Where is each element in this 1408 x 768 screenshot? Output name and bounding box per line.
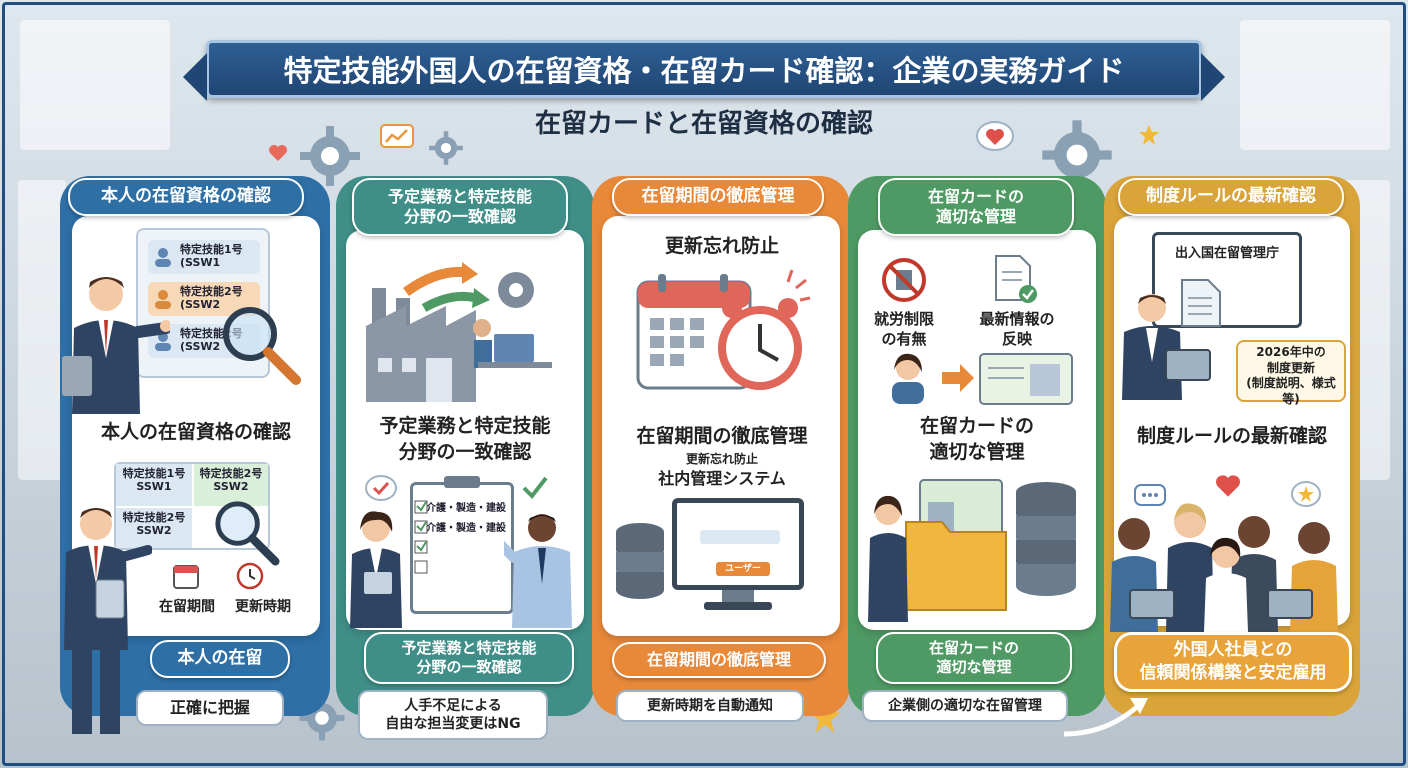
background-window [1240,20,1390,150]
section-3-sub-label: 社内管理システム [658,469,786,488]
check-bubble-icon [365,475,397,501]
magnifier-icon [223,307,301,385]
diverse-team-illustration [1110,503,1338,632]
section-2-top-pill: 予定業務と特定技能 分野の一致確認 [352,178,568,236]
section-3-bottom-box: 更新時期を自動通知 [616,690,804,722]
section-2-bottom-box: 人手不足による 自由な担当変更はNG [358,690,548,740]
heart-bubble-icon [976,121,1014,151]
chart-bubble-icon [380,124,414,148]
star-bubble-icon [1291,481,1321,507]
screen-button: ユーザー [716,562,770,576]
flow-arrow [1063,698,1148,737]
label-latest-info: 最新情報の 反映 [979,310,1055,348]
section-2-main-label: 予定業務と特定技能 分野の一致確認 [379,415,551,463]
background-window [18,180,66,480]
section-1-bottom-pill: 本人の在留 [150,640,290,678]
gear-icon [429,131,463,165]
screen-field [700,530,780,544]
businessman-illustration [62,277,170,414]
section-3-top-pill: 在留期間の徹底管理 [612,178,824,216]
section-2-bottom-pill: 予定業務と特定技能 分野の一致確認 [364,632,574,684]
heart-icon [1216,475,1240,497]
heart-icon [269,145,287,161]
checklist-item: 介護・製造・建設 [426,523,506,534]
section-5-bottom-pill: 外国人社員との 信頼関係構築と安定雇用 [1114,632,1352,692]
database-icon [616,523,664,599]
section-4-bottom-pill: 在留カードの 適切な管理 [876,632,1072,684]
section-3-main-label: 在留期間の徹底管理 [636,425,808,447]
gear-icon [1042,120,1112,190]
section-4-top-pill: 在留カードの 適切な管理 [878,178,1074,236]
browser-window [1152,232,1302,328]
label-renewal-time: 更新時期 [235,599,291,615]
section-3-bottom-pill: 在留期間の徹底管理 [612,642,826,678]
computer-monitor [672,498,804,590]
section-4-main-label: 在留カードの 適切な管理 [919,415,1034,463]
document-check-icon [995,255,1037,303]
person-icon [155,248,171,267]
calendar-icon [173,565,199,589]
section-4-bottom-box: 企業側の適切な在留管理 [862,690,1068,722]
screen-title: 出入国在留管理庁 [1174,246,1279,261]
table-cell-ssw1: 特定技能1号 SSW1 [116,464,192,506]
label-work-restriction: 就労制限 の有無 [873,310,934,348]
document-icon [1181,279,1221,327]
businessman-illustration [504,514,572,628]
checkbox-list [414,500,428,574]
folder-database-illustration [868,479,1076,622]
monitor-stand [722,590,754,604]
info-bubble: 2026年中の 制度更新 (制度説明、様式等) [1236,340,1346,406]
label-residence-period: 在留期間 [159,599,215,615]
person-icon [155,290,171,309]
section-1-bottom-box: 正確に把握 [136,690,284,726]
clipboard-clip [444,476,480,488]
visa-chip-ssw1: 特定技能1号 (SSW1 [148,240,260,274]
table-cell-ssw2b: 特定技能2号 SSW2 [116,508,192,548]
businessman-illustration [64,508,152,734]
businesswoman-illustration [350,511,402,628]
page-subtitle: 在留カードと在留資格の確認 [534,109,873,139]
section-1-top-pill: 本人の在留資格の確認 [68,178,304,216]
page-title: 特定技能外国人の在留資格・在留カード確認：企業の実務ガイド [183,40,1225,101]
table-cell-ssw2: 特定技能2号 SSW2 [194,464,268,506]
calendar-clock-illustration [636,269,811,390]
monitor-base [704,602,772,610]
section-1-main-label: 本人の在留資格の確認 [100,421,291,443]
check-icon [522,476,548,500]
background-window [20,20,170,150]
section-5-main-label: 制度ルールの最新確認 [1136,425,1327,447]
factory-illustration [366,262,552,402]
chat-bubble-icon [1134,484,1166,506]
star-icon [809,701,841,733]
magnifier-icon [215,501,280,566]
star-icon [1139,125,1159,145]
checklist-item: 介護・製造・建設 [426,503,506,514]
businessman-laptop-illustration [1122,294,1211,400]
clock-icon [236,562,264,590]
person-to-card-illustration [892,353,1073,405]
section-5-top-pill: 制度ルールの最新確認 [1118,178,1344,216]
section-3-top-text: 更新忘れ防止 [664,235,779,257]
section-3-sub-small: 更新忘れ防止 [685,452,758,466]
gear-icon [300,126,360,186]
no-entry-icon [882,258,926,302]
